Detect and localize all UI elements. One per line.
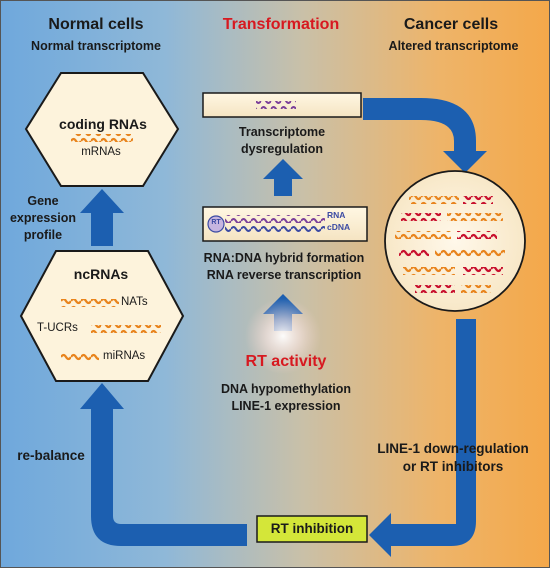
rt-enzyme-label: RT — [211, 219, 221, 226]
line1-downregulation-label: LINE-1 down-regulation — [377, 441, 529, 456]
coding-rnas-hexagon — [24, 72, 180, 187]
rna-strand-label: RNA — [327, 210, 346, 220]
transformation-title: Transformation — [222, 16, 340, 33]
cycle-connector-arrow — [80, 319, 476, 557]
rebalance-label: re-balance — [17, 448, 85, 463]
t-ucrs-label: T-UCRs — [37, 322, 78, 334]
mrnas-label: mRNAs — [81, 146, 121, 158]
transcriptome-dysregulation-line2: dysregulation — [241, 142, 323, 156]
gene-expression-label-line2: expression — [9, 211, 76, 225]
normal-cells-title: Normal cells — [48, 16, 144, 33]
gene-expression-label-line3: profile — [23, 228, 63, 242]
line1-expression-label: LINE-1 expression — [231, 399, 341, 413]
rt-enzyme-icon — [207, 215, 225, 233]
hybrid-box — [202, 206, 368, 242]
nats-label: NATs — [121, 296, 148, 308]
altered-transcriptome-subtitle: Altered transcriptome — [388, 39, 519, 53]
ncrnas-hexagon — [19, 250, 185, 382]
rt-inhibition-box — [256, 515, 368, 543]
ncrnas-label: ncRNAs — [73, 266, 129, 282]
hybrid-formation-label: RNA:DNA hybrid formation — [203, 251, 365, 265]
coding-rnas-label: coding RNAs — [59, 116, 147, 132]
transcriptome-box — [202, 92, 362, 118]
to-cancer-cell-arrow — [363, 98, 487, 173]
normal-transcriptome-subtitle: Normal transcriptome — [31, 39, 161, 53]
rt-inhibition-label: RT inhibition — [270, 521, 354, 536]
cdna-strand-label: cDNA — [327, 222, 351, 232]
mirnas-label: miRNAs — [103, 350, 146, 362]
gene-expression-arrow — [80, 189, 124, 246]
rt-activity-glow — [245, 298, 321, 374]
dna-hypomethylation-label: DNA hypomethylation — [220, 382, 352, 396]
transcriptome-dysregulation-line1: Transcriptome — [238, 125, 326, 139]
rt-activity-label: RT activity — [245, 353, 327, 370]
hybrid-to-dysregulation-arrow — [263, 159, 303, 196]
cancer-cells-title: Cancer cells — [403, 16, 499, 33]
reverse-transcription-label: RNA reverse transcription — [206, 268, 362, 282]
cancer-cell — [384, 170, 526, 312]
gene-expression-label-line1: Gene — [27, 194, 59, 208]
rt-inhibitors-label: or RT inhibitors — [402, 459, 504, 474]
